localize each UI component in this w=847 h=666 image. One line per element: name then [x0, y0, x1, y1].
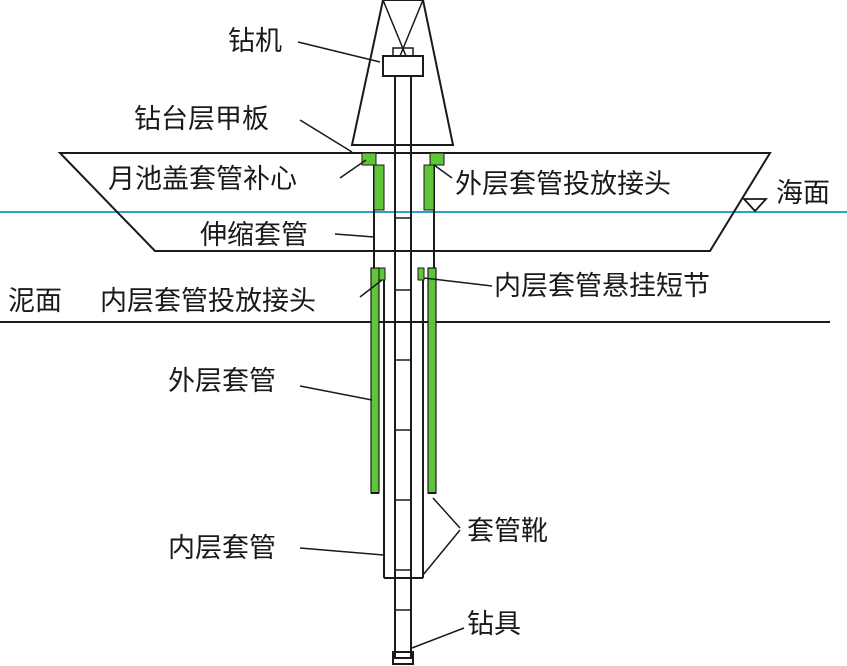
derrick-brace-left — [382, 0, 407, 57]
drill-pipe — [394, 75, 412, 659]
inner-running-tool-left — [378, 267, 386, 281]
label-inner-casing: 内层套管 — [168, 533, 276, 564]
label-outer-casing: 外层套管 — [168, 366, 276, 397]
platform-hull — [57, 152, 772, 252]
drill-bit — [392, 651, 414, 665]
label-moonpool-compensator: 月池盖套管补心 — [108, 164, 297, 195]
derrick-brace-right — [399, 0, 424, 57]
outer-casing-right — [427, 267, 437, 494]
label-drill-floor: 钻台层甲板 — [134, 104, 269, 135]
outer-running-tool-left — [373, 164, 385, 211]
label-sea-surface: 海面 — [776, 178, 830, 209]
label-casing-shoe: 套管靴 — [467, 516, 548, 547]
outer-running-tool-right — [423, 164, 435, 211]
label-mudline: 泥面 — [8, 286, 62, 317]
top-drive-cap — [392, 47, 414, 57]
label-drill-tool: 钻具 — [467, 609, 521, 640]
label-rig: 钻机 — [228, 26, 282, 57]
label-inner-running-tool: 内层套管投放接头 — [100, 286, 316, 317]
rig-derrick — [350, 0, 455, 146]
inner-hanger-sub-right — [417, 267, 425, 281]
outer-casing-left — [370, 267, 380, 494]
moonpool-compensator-right — [429, 152, 445, 166]
label-telescopic-casing: 伸缩套管 — [200, 220, 308, 251]
label-inner-hanger-sub: 内层套管悬挂短节 — [494, 271, 710, 302]
label-outer-running-tool: 外层套管投放接头 — [455, 169, 671, 200]
sea-level-marker-icon — [741, 198, 769, 213]
top-drive — [382, 55, 424, 77]
moonpool-compensator-left — [361, 152, 377, 166]
